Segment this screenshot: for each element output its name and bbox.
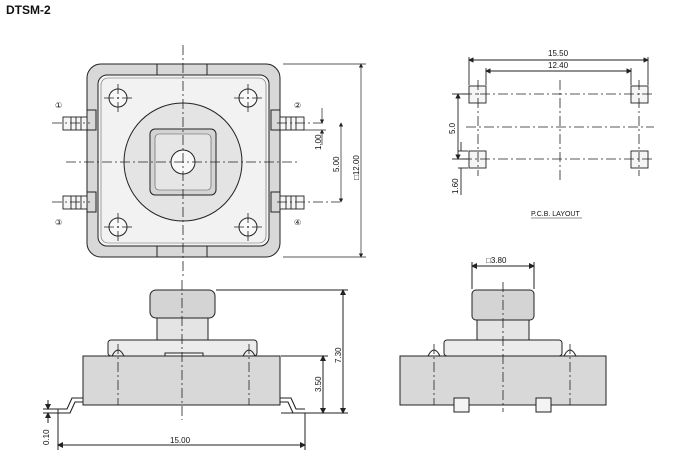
page-title: DTSM-2 <box>6 3 51 17</box>
pcb-caption: P.C.B. LAYOUT <box>531 211 580 218</box>
dim-pin-pitch: 1.00 <box>314 134 323 150</box>
top-view-centerlines <box>52 45 340 278</box>
dim-body: □12.00 <box>352 155 361 180</box>
dim-side-height: 7.30 <box>334 347 343 363</box>
pin-label-1: ① <box>55 101 62 110</box>
dim-side-width: 15.00 <box>170 436 191 445</box>
pcb-pad-1 <box>468 85 487 104</box>
pin-label-2: ② <box>294 101 301 110</box>
dim-side-body-height: 3.50 <box>314 376 323 392</box>
pcb-layout <box>452 57 649 219</box>
pins-left <box>62 116 88 210</box>
dim-side-standoff: 0.10 <box>42 429 51 445</box>
pin-label-4: ④ <box>294 218 301 227</box>
pin-label-3: ③ <box>55 218 62 227</box>
dim-pcb-outer: 15.50 <box>548 49 569 58</box>
side-view-front <box>43 289 348 450</box>
side-body <box>82 355 281 406</box>
pcb-centerlines <box>462 80 654 182</box>
dim-pin-span: 5.00 <box>332 156 341 172</box>
side-view-centerlines <box>117 280 250 420</box>
pcb-pad-3 <box>468 150 487 169</box>
top-view <box>62 63 305 258</box>
dim-pcb-pad: 1.60 <box>451 178 460 194</box>
pcb-pad-4 <box>630 150 649 169</box>
pcb-pad-2 <box>630 85 649 104</box>
dim-pcb-row-spacing: 5.0 <box>448 122 457 134</box>
pins-right <box>279 116 305 210</box>
dim-actuator: □3.80 <box>486 256 507 265</box>
dim-pcb-inner: 12.40 <box>548 61 569 70</box>
side-actuator-cap <box>149 289 216 319</box>
top-view-dimensions <box>283 63 366 258</box>
profile-centerlines <box>433 282 571 412</box>
